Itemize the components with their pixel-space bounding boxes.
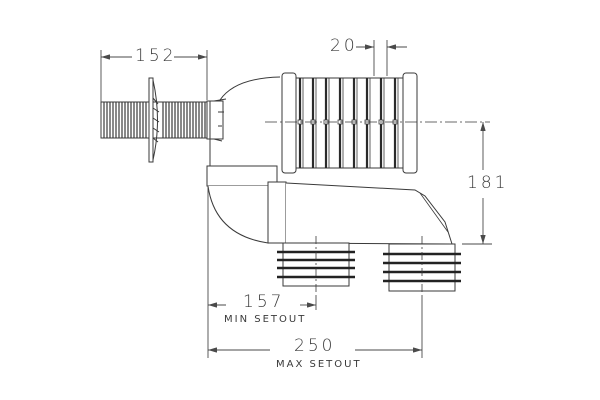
max-setout-caption: MAX SETOUT	[276, 359, 362, 370]
dimension-20	[356, 40, 407, 76]
threaded-outlet-pipe	[100, 101, 209, 139]
offset-body	[207, 181, 453, 245]
dimension-181	[462, 122, 492, 245]
dimension-152	[100, 50, 208, 102]
min-setout-caption: MIN SETOUT	[224, 314, 307, 325]
dimension-20-label: 20	[330, 36, 358, 56]
dimension-157-label: 157	[243, 292, 285, 312]
upper-elbow	[206, 76, 281, 187]
dimension-181-label: 181	[467, 173, 509, 193]
ribbed-spigot	[281, 72, 418, 174]
dimension-250-label: 250	[294, 336, 336, 356]
dimension-152-label: 152	[135, 46, 177, 66]
right-pan-spigot	[383, 236, 461, 296]
dimension-250	[208, 296, 423, 358]
dimension-157	[207, 186, 317, 358]
clip-collar	[206, 98, 227, 142]
left-pan-spigot	[277, 236, 355, 296]
wall-flange	[148, 77, 160, 163]
